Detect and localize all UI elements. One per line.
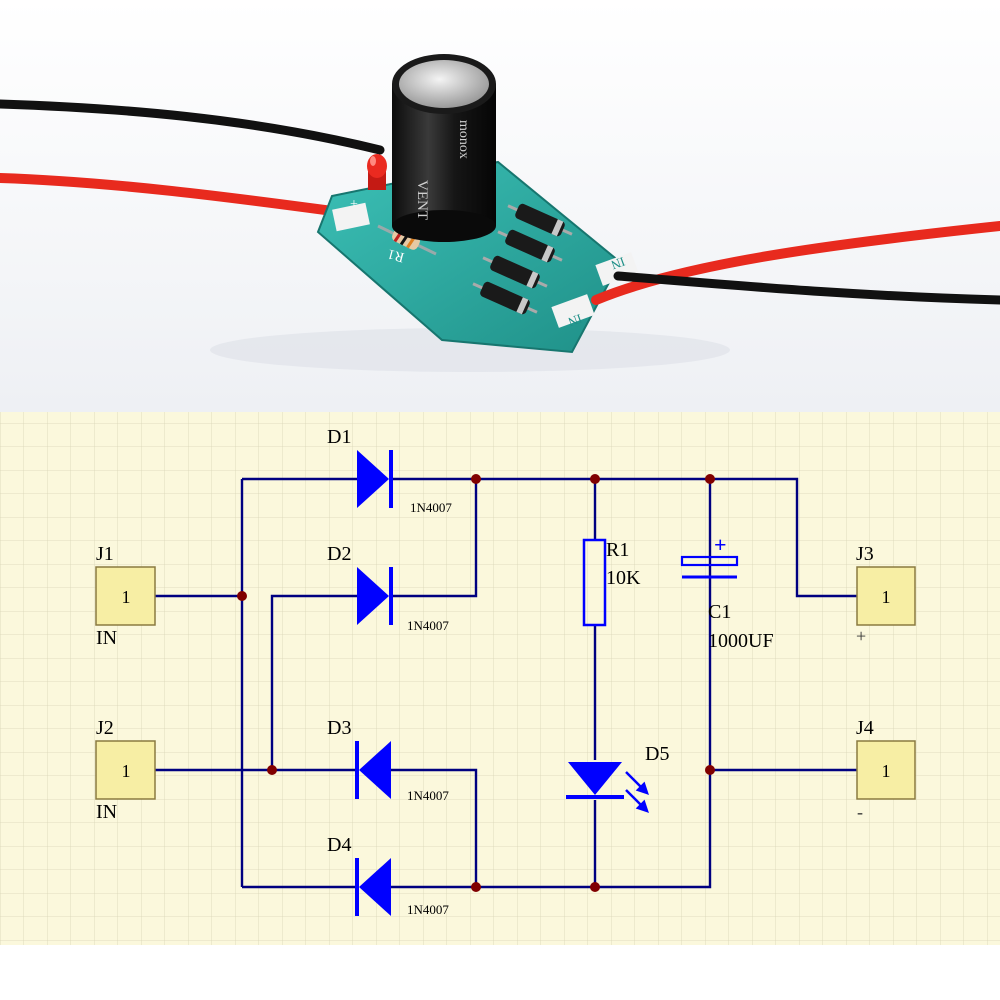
resistor-r1-body <box>582 538 607 627</box>
diode-d4-ref: D4 <box>327 834 351 856</box>
connector-j2-label: IN <box>96 801 117 823</box>
diode-d4: D4 1N4007 <box>327 834 449 917</box>
diode-d3: D3 1N4007 <box>327 717 449 803</box>
diode-d2-value: 1N4007 <box>407 618 449 633</box>
capacitor-c1-value: 1000UF <box>708 630 774 652</box>
resistor-r1: R1 10K <box>582 538 641 627</box>
product-photo: R1 + IN IN VENT monox <box>0 0 1000 412</box>
capacitor-print-1: VENT <box>414 180 430 220</box>
photo-diodes <box>472 203 573 315</box>
diode-d3-ref: D3 <box>327 717 351 739</box>
connector-j1-pin: 1 <box>122 587 131 607</box>
silk-in-2: IN <box>566 311 585 330</box>
junctions <box>237 474 715 892</box>
connector-j2-pad <box>95 740 156 800</box>
black-output-wire <box>613 271 1000 305</box>
wires <box>155 477 858 889</box>
capacitor-c1-polarity: + <box>714 532 727 557</box>
diode-d4-value: 1N4007 <box>407 902 449 917</box>
diode-d3-value: 1N4007 <box>407 788 449 803</box>
junction-dot <box>471 882 481 892</box>
red-input-wire <box>0 173 345 217</box>
connector-j4-pad <box>856 740 916 800</box>
connector-j4-pin: 1 <box>882 761 891 781</box>
diode-d3-symbol <box>359 741 391 799</box>
junction-dot <box>237 591 247 601</box>
resistor-r1-ref: R1 <box>606 539 629 561</box>
capacitor-c1: + C1 1000UF <box>680 532 774 652</box>
connector-j3-pad <box>856 566 916 626</box>
connector-j3-ref: J3 <box>856 543 874 565</box>
diode-d4-symbol <box>359 858 391 916</box>
led-d5: D5 <box>566 743 669 813</box>
junction-dot <box>471 474 481 484</box>
schematic-diagram: D1 1N4007 D2 1N4007 D3 1N4007 D4 1N4007 … <box>0 412 1000 945</box>
connector-j1-ref: J1 <box>96 543 114 565</box>
led-d5-ref: D5 <box>645 743 669 765</box>
led-d5-symbol <box>568 762 622 795</box>
connector-j3-label: + <box>856 626 866 646</box>
connector-j2-ref: J2 <box>96 717 114 739</box>
connector-j4: 1 J4 - <box>856 717 916 822</box>
connector-j1-label: IN <box>96 627 117 649</box>
capacitor-print-2: monox <box>456 120 471 159</box>
junction-dot <box>590 882 600 892</box>
capacitor-c1-ref: C1 <box>708 601 731 623</box>
photo-capacitor: VENT monox <box>392 54 496 242</box>
resistor-r1-value: 10K <box>606 567 641 589</box>
black-input-wire <box>0 99 385 155</box>
connector-j3: 1 J3 + <box>856 543 916 646</box>
diode-d2: D2 1N4007 <box>327 543 449 633</box>
connector-j2: 1 J2 IN <box>95 717 156 823</box>
junction-dot <box>590 474 600 484</box>
connector-j4-ref: J4 <box>856 717 874 739</box>
silk-r1: R1 <box>386 246 406 265</box>
pcb-pad-in-2 <box>551 294 595 328</box>
connector-j3-pin: 1 <box>882 587 891 607</box>
junction-dot <box>267 765 277 775</box>
connector-j4-label: - <box>857 802 863 822</box>
connector-j1-pad <box>95 566 156 626</box>
photo-led <box>367 154 387 190</box>
silk-plus: + <box>350 197 358 212</box>
diode-d1-ref: D1 <box>327 426 351 448</box>
capacitor-c1-plate-pos <box>680 555 739 567</box>
diode-d2-ref: D2 <box>327 543 351 565</box>
connector-j2-pin: 1 <box>122 761 131 781</box>
red-output-wire <box>591 221 1000 305</box>
diode-d2-symbol <box>357 567 389 625</box>
junction-dot <box>705 474 715 484</box>
diode-d1-value: 1N4007 <box>410 500 452 515</box>
diode-d1: D1 1N4007 <box>327 426 452 515</box>
silk-in-1: IN <box>609 254 628 273</box>
junction-dot <box>705 765 715 775</box>
diode-d1-symbol <box>357 450 389 508</box>
connector-j1: 1 J1 IN <box>95 543 156 649</box>
pcb-pad-in-1 <box>595 252 639 286</box>
led-emission-arrows <box>625 771 649 813</box>
